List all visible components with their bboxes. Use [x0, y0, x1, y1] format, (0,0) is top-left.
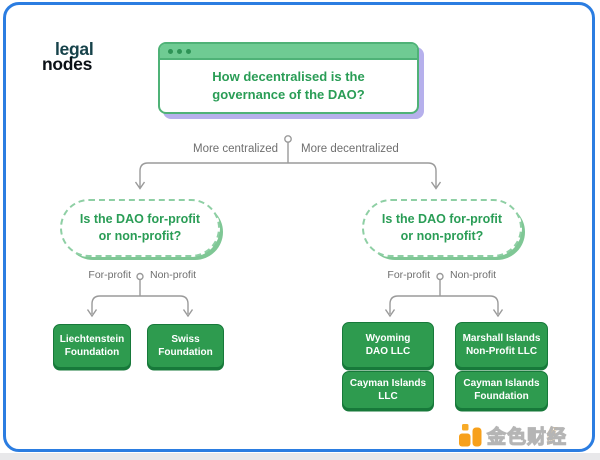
browser-window-titlebar — [160, 44, 417, 60]
label-non-profit-left: Non-profit — [150, 269, 197, 281]
browser-window: How decentralised is the governance of t… — [158, 42, 419, 114]
window-dot-icon — [168, 48, 173, 54]
watermark-text-main: 金色财 — [486, 426, 548, 448]
jinse-finance-wordmark: 金色财经 — [486, 422, 568, 449]
question-pill-decentralized: Is the DAO for-profit or non-profit? — [362, 199, 522, 257]
window-dot-icon — [186, 48, 191, 54]
label-non-profit-right: Non-profit — [450, 269, 497, 281]
entity-box-cayman-islands-llc: Cayman Islands LLC — [342, 371, 434, 409]
entity-box-wyoming-dao-llc: Wyoming DAO LLC — [342, 322, 434, 368]
entity-box-swiss-foundation: Swiss Foundation — [147, 324, 224, 368]
label-more-decentralized: More decentralized — [301, 143, 399, 155]
entity-box-marshall-islands-non-profit-llc: Marshall Islands Non-Profit LLC — [455, 322, 548, 368]
legal-nodes-logo: legal nodes — [42, 39, 94, 74]
watermark-text-last: 经 — [546, 426, 568, 448]
logo-word-legal: legal — [55, 39, 94, 59]
jinse-finance-watermark: 金色财经 — [459, 422, 567, 449]
logo-word-nodes: nodes — [42, 53, 93, 74]
label-for-profit-left: For-profit — [88, 269, 131, 281]
bottom-edge-strip — [0, 453, 600, 460]
question-pill-centralized: Is the DAO for-profit or non-profit? — [60, 199, 220, 257]
window-dot-icon — [177, 48, 182, 54]
label-for-profit-right: For-profit — [387, 269, 430, 281]
jinse-finance-logo-icon — [459, 424, 482, 447]
root-question: How decentralised is the governance of t… — [212, 69, 365, 103]
label-more-centralized: More centralized — [192, 143, 278, 155]
entity-box-cayman-islands-foundation: Cayman Islands Foundation — [455, 371, 548, 409]
entity-box-liechtenstein-foundation: Liechtenstein Foundation — [53, 324, 131, 368]
